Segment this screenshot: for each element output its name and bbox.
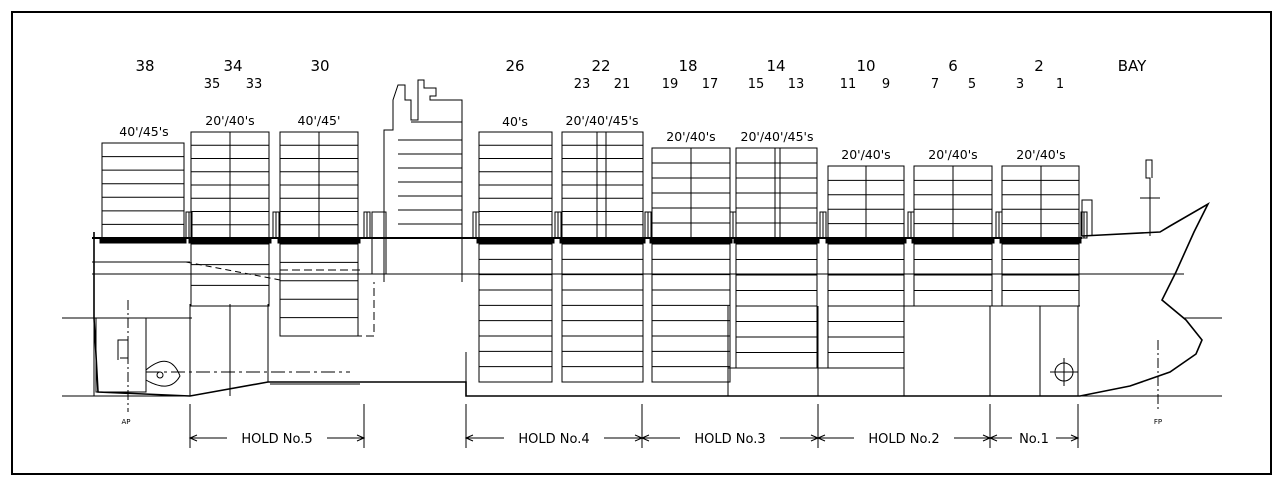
bay-sub-number: 21	[614, 77, 631, 92]
bay-sub-number: 9	[882, 77, 890, 92]
container-size-label: 40'/45's	[119, 124, 168, 139]
rudder-detail	[117, 339, 129, 360]
hold-label: HOLD No.5	[241, 432, 312, 447]
bay-number: 2	[1034, 57, 1044, 75]
deck-stack	[101, 142, 185, 239]
bay-number: 18	[678, 57, 697, 75]
container-size-label: 20'/40's	[841, 147, 890, 162]
container-size-label: 20'/40's	[205, 113, 254, 128]
bay-sub-number: 35	[204, 77, 221, 92]
hold-label: HOLD No.4	[518, 432, 589, 447]
fore-perpendicular-label: FP	[1154, 418, 1162, 426]
bay-sub-number: 5	[968, 77, 976, 92]
stern-box	[93, 318, 190, 397]
hold-stack	[561, 243, 644, 383]
bay-sub-number: 1	[1056, 77, 1064, 92]
bay-sub-number: 13	[788, 77, 805, 92]
bay-number: 30	[310, 57, 329, 75]
bay-number: 6	[948, 57, 958, 75]
container-size-label: 20'/40'/45's	[741, 129, 814, 144]
bay-sub-number: 3	[1016, 77, 1024, 92]
bay-number: 22	[591, 57, 610, 75]
superstructure	[383, 79, 463, 282]
hold-dashed	[282, 282, 375, 337]
container-size-label: 20'/40'/45's	[566, 113, 639, 128]
container-size-label: 20'/40's	[928, 147, 977, 162]
drawing-frame	[11, 11, 1272, 475]
bay-number: 38	[135, 57, 154, 75]
hold-label: No.1	[1019, 432, 1049, 447]
hold-stack	[478, 243, 553, 383]
rudder-outline	[95, 317, 147, 393]
hold-stack	[279, 243, 359, 337]
hold-range-arrow	[188, 434, 198, 442]
bay-sub-number: 23	[574, 77, 591, 92]
bay-number: 10	[856, 57, 875, 75]
bay-number: BAY	[1118, 57, 1147, 75]
hold-range-arrow	[988, 434, 998, 442]
hold-label: HOLD No.3	[694, 432, 765, 447]
container-size-label: 20'/40's	[666, 129, 715, 144]
bay-sub-number: 19	[662, 77, 679, 92]
bay-sub-number: 17	[702, 77, 719, 92]
bay-sub-number: 7	[931, 77, 939, 92]
hold-stack	[190, 243, 270, 307]
bay-sub-number: 11	[840, 77, 857, 92]
hold-label: HOLD No.2	[868, 432, 939, 447]
hold-range-arrow	[356, 434, 366, 442]
propeller	[145, 360, 181, 387]
propeller-hub	[156, 371, 164, 379]
hull-outline	[93, 201, 1210, 397]
bay-number: 34	[223, 57, 242, 75]
foremast	[1140, 159, 1160, 236]
container-size-label: 40'/45'	[298, 113, 341, 128]
container-size-label: 40's	[502, 114, 528, 129]
forecastle-post	[1081, 199, 1093, 236]
aft-perpendicular-label: AP	[121, 418, 130, 426]
hold-range-arrow	[816, 434, 826, 442]
bay-sub-number: 15	[748, 77, 765, 92]
hold-range-arrow	[464, 434, 474, 442]
deck-dashed	[185, 261, 281, 281]
container-size-label: 20'/40's	[1016, 147, 1065, 162]
hold-stack	[651, 243, 731, 383]
bay-number: 26	[505, 57, 524, 75]
bay-sub-number: 33	[246, 77, 263, 92]
hold-range-arrow	[640, 434, 650, 442]
hold-range-arrow	[1070, 434, 1080, 442]
bay-number: 14	[766, 57, 785, 75]
